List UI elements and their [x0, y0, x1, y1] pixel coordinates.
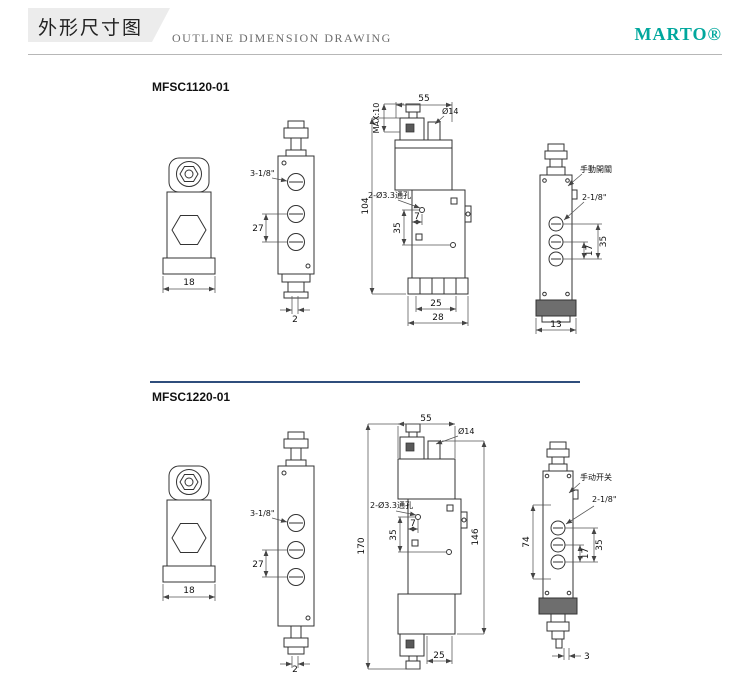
s1-manual-override-label: 手動開關	[580, 164, 612, 174]
s1-main-dims	[369, 102, 469, 326]
s1-dim-13: 13	[550, 320, 561, 330]
s2-side-port-label: 2-1/8"	[592, 495, 617, 504]
header-divider-line	[28, 54, 722, 55]
s1-port-view: 3-1/8" 27 2	[250, 120, 315, 325]
s1-front-outline	[162, 157, 216, 275]
s2-port-dims	[262, 517, 310, 668]
s1-dim-dia14: Ø14	[442, 106, 458, 116]
s1-dim-18: 18	[183, 278, 195, 288]
s1-front-view: 18	[162, 157, 216, 293]
s1-dim-25: 25	[430, 299, 441, 309]
s1-dim-28: 28	[432, 313, 444, 323]
s1-side-port-label: 2-1/8"	[582, 193, 607, 202]
s2-dim-25: 25	[433, 651, 444, 661]
page-title-english: OUTLINE DIMENSION DRAWING	[172, 31, 392, 45]
s1-dim-27: 27	[252, 224, 263, 234]
s1-dim-55: 55	[418, 94, 429, 104]
s2-dim-55: 55	[420, 414, 431, 424]
s2-dim-170: 170	[357, 537, 367, 554]
s1-port-dims	[262, 177, 310, 314]
s1-side-view: 手動開關 2-1/8" 17 35 13	[535, 143, 612, 334]
brand-logo: MARTO®	[634, 24, 722, 44]
s2-dim-18: 18	[183, 586, 195, 596]
model-label-mfsc1120: MFSC1120-01	[152, 80, 230, 94]
s1-through-holes-label: 2-Ø3.3通孔	[368, 190, 411, 200]
s2-main-view: 55 Ø14 170 146 2-Ø3.3通孔 7 35 25	[357, 414, 487, 670]
s2-front-outline	[162, 465, 216, 583]
s1-main-view: 55 MAX:10 104 Ø14 2-Ø3.3通孔 7 35 25 28	[361, 94, 472, 326]
s1-dim-104: 104	[361, 197, 371, 214]
s1-dim-35: 35	[393, 222, 403, 233]
s2-side-outline	[538, 441, 579, 649]
s2-manual-override-label: 手动开关	[580, 472, 612, 482]
s2-side-dims	[530, 482, 598, 660]
s1-dim-17: 17	[585, 245, 595, 256]
s2-front-width-dim	[162, 584, 216, 601]
s1-front-width-dim	[162, 276, 216, 293]
s1-dim-2: 2	[292, 315, 298, 325]
s2-dim-17: 17	[581, 548, 591, 559]
header-title-background	[28, 8, 170, 42]
s1-dim-max10: MAX:10	[372, 103, 381, 134]
s1-main-outline	[394, 103, 472, 295]
s2-port-size-label: 3-1/8"	[250, 509, 275, 518]
s1-side-dim-35: 35	[599, 236, 609, 247]
s2-dim-146: 146	[471, 528, 481, 545]
section-divider	[150, 381, 580, 383]
s1-side-outline	[535, 143, 578, 323]
s1-side-dims	[535, 173, 602, 334]
s2-main-outline	[397, 423, 468, 670]
s2-dim-2: 2	[292, 665, 298, 675]
s2-dim-27: 27	[252, 560, 263, 570]
s2-front-view: 18	[162, 465, 216, 601]
s2-dim-7: 7	[410, 519, 416, 529]
s2-side-view: 手动开关 2-1/8" 74 17 35 3	[522, 441, 617, 662]
s2-dim-35: 35	[389, 529, 399, 540]
s2-port-outline	[277, 431, 315, 655]
s2-through-holes-label: 2-Ø3.3通孔	[370, 500, 413, 510]
s2-main-dims	[365, 421, 487, 670]
s2-side-dim-35: 35	[595, 539, 605, 550]
s2-dim-3: 3	[584, 652, 590, 662]
s1-port-outline	[277, 120, 315, 299]
s1-dim-7: 7	[414, 212, 420, 222]
page-title-chinese: 外形尺寸图	[38, 17, 144, 39]
model-label-mfsc1220: MFSC1220-01	[152, 390, 231, 404]
s2-dim-74: 74	[522, 536, 532, 548]
s2-port-view: 3-1/8" 27 2	[250, 431, 315, 675]
s1-port-size-label: 3-1/8"	[250, 169, 275, 178]
s2-dim-dia14: Ø14	[458, 426, 474, 436]
